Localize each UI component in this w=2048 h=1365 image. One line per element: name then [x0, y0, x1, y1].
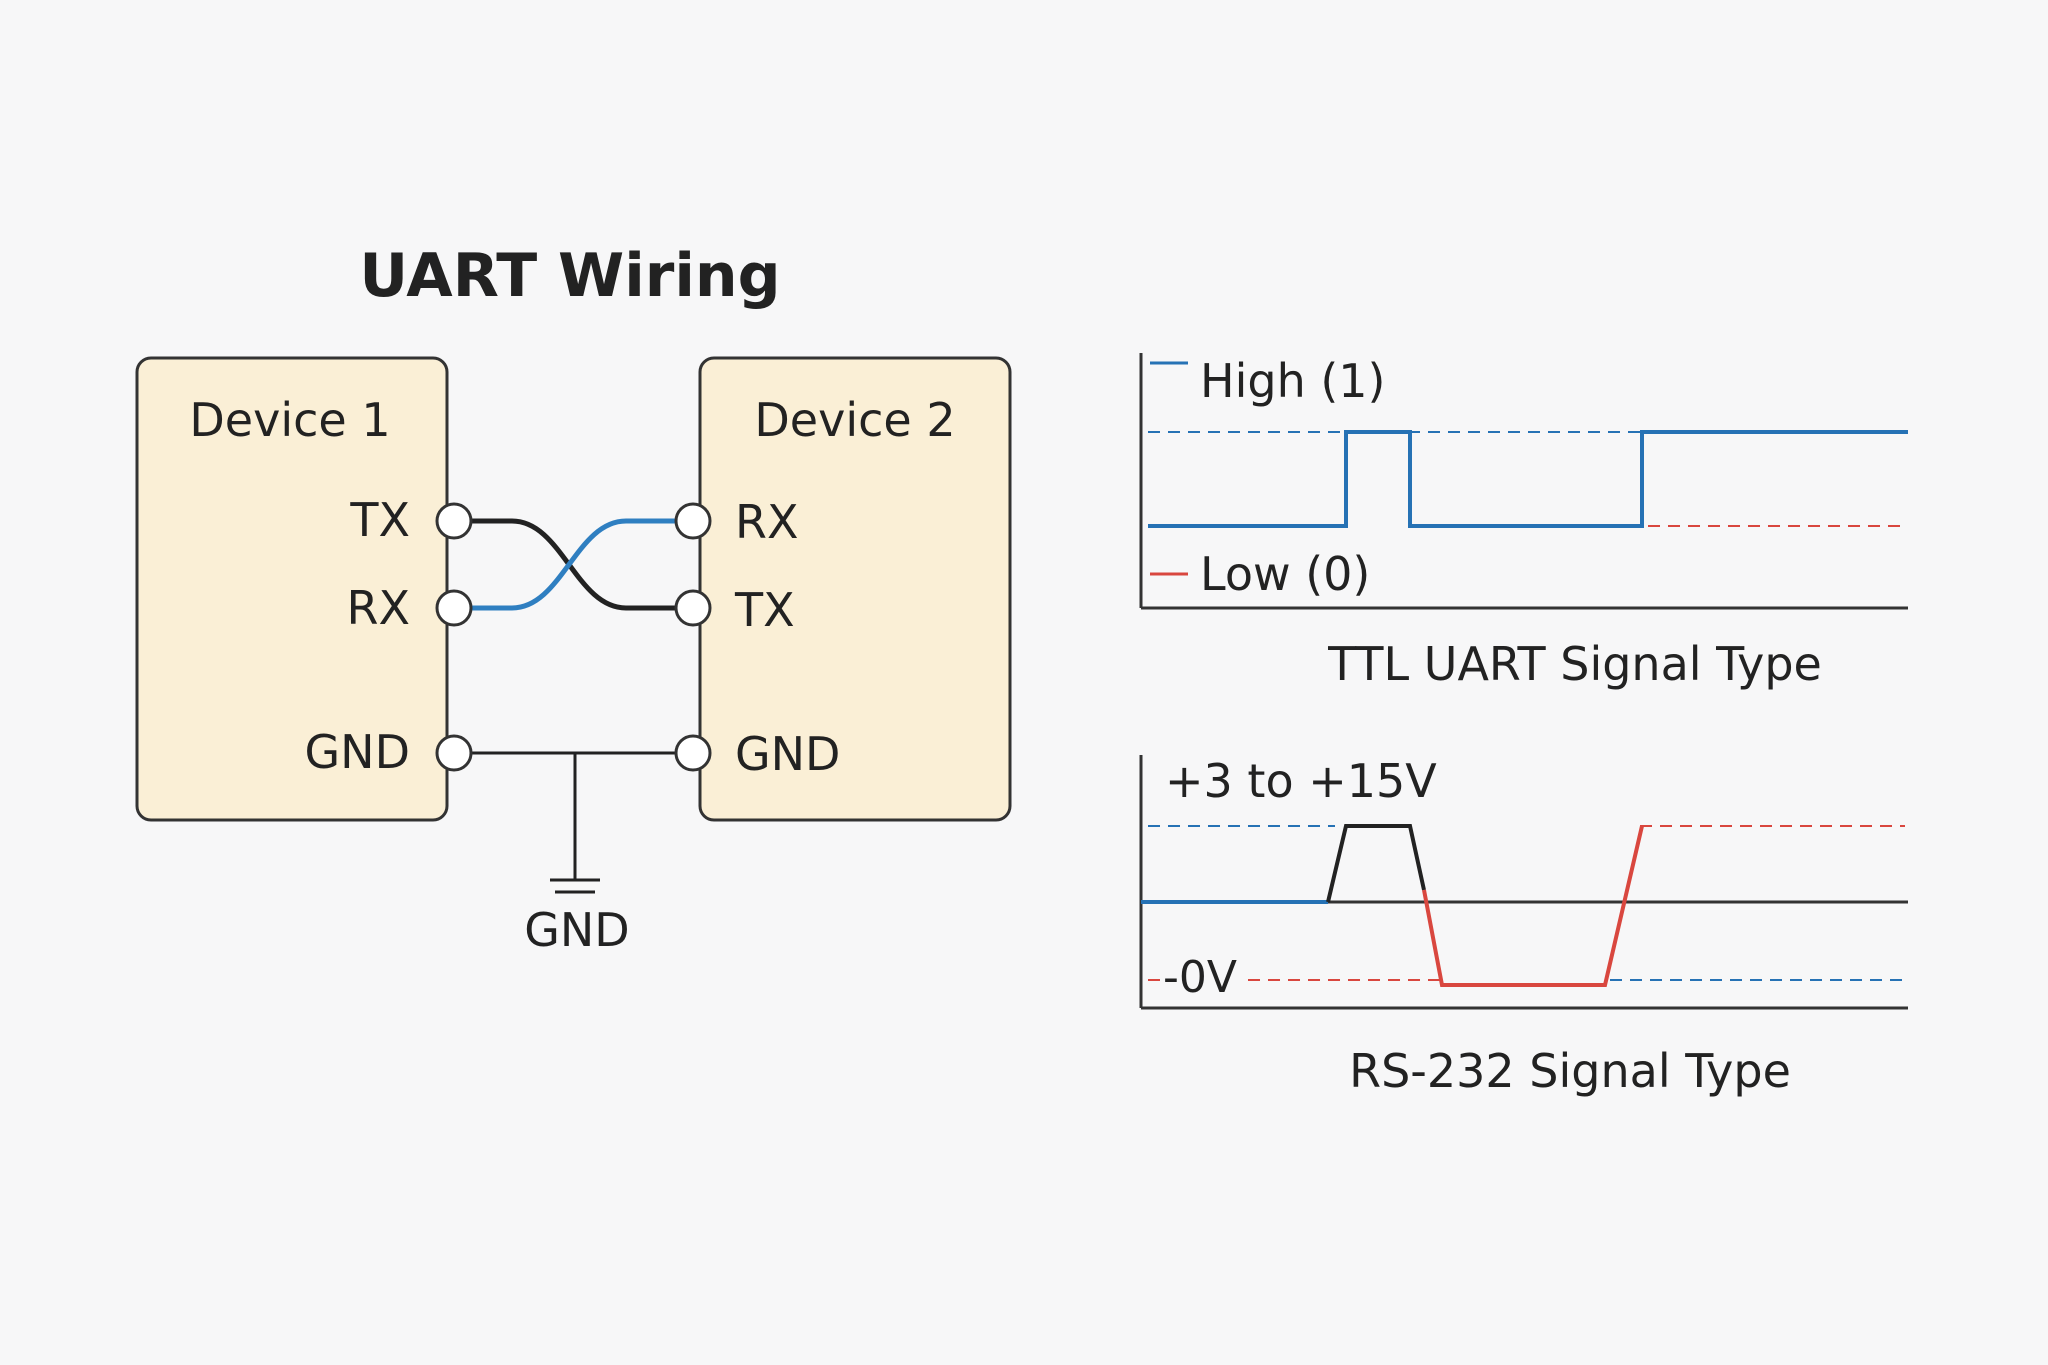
rs232-zero-label-backdrop — [1160, 950, 1242, 998]
device-2-pin-gnd-label: GND — [735, 727, 840, 781]
device-1-gnd-pin — [435, 734, 473, 772]
device-2-box — [698, 356, 1012, 822]
wiring-title: UART Wiring — [359, 241, 780, 311]
ttl-waveform — [1148, 430, 1908, 528]
rs232-waveform-red — [1422, 825, 1644, 987]
ttl-caption: TTL UART Signal Type — [1327, 637, 1822, 691]
rs232-caption: RS-232 Signal Type — [1349, 1044, 1791, 1098]
wire-tx1-to-rx2 — [470, 518, 680, 611]
device-2-rx-pin — [674, 502, 712, 540]
device-2-pin-tx-label: TX — [734, 583, 795, 637]
rs232-zero-label: -0V — [1163, 952, 1237, 1003]
ttl-high-label: High (1) — [1200, 354, 1386, 408]
device-1-pin-gnd-label: GND — [305, 725, 410, 779]
device-1-pin-tx-label: TX — [349, 493, 410, 547]
ttl-signal-section: High (1) Low (0) TTL UART Signal Type — [1139, 353, 1908, 691]
uart-wiring-section: UART Wiring Device 1 TX RX GND Device 2 … — [135, 241, 1012, 957]
rs232-signal-section: +3 to +15V -0V RS-232 Signal Type — [1139, 754, 1908, 1098]
ground-label: GND — [524, 903, 629, 957]
device-1-rx-pin — [435, 589, 473, 627]
device-2-pin-rx-label: RX — [735, 495, 798, 549]
device-1-tx-pin — [435, 502, 473, 540]
device-2-tx-pin — [674, 589, 712, 627]
device-2-label: Device 2 — [754, 393, 955, 447]
device-2: Device 2 RX TX GND — [698, 356, 1012, 822]
device-1-pin-rx-label: RX — [347, 581, 410, 635]
device-2-gnd-pin — [674, 734, 712, 772]
device-1: Device 1 TX RX GND — [135, 356, 449, 822]
ttl-low-label: Low (0) — [1200, 547, 1370, 601]
wire-rx1-to-tx2 — [470, 518, 680, 611]
ground-symbol-icon — [550, 878, 600, 894]
device-1-box — [135, 356, 449, 822]
rs232-waveform-dark — [1326, 824, 1426, 903]
rs232-positive-label: +3 to +15V — [1165, 754, 1437, 808]
device-1-label: Device 1 — [189, 393, 390, 447]
